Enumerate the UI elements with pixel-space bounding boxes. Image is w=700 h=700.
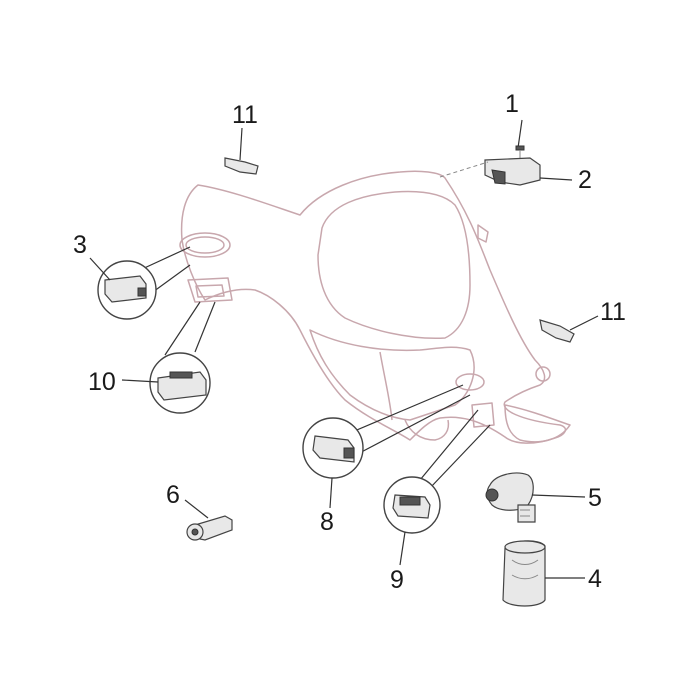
part-bulb-top xyxy=(224,127,259,175)
callout-6: 6 xyxy=(166,481,180,509)
part-switch-10 xyxy=(121,301,216,414)
callout-9: 9 xyxy=(390,566,404,594)
callout-1: 1 xyxy=(505,90,519,118)
part-switch-3 xyxy=(89,246,191,320)
callout-3: 3 xyxy=(73,231,87,259)
callout-10: 10 xyxy=(88,368,116,396)
callout-labels: 1 2 11 11 3 10 6 8 9 5 4 xyxy=(73,90,626,594)
part-lock-cylinder xyxy=(184,499,233,541)
callout-11-right: 11 xyxy=(600,298,626,326)
callout-4: 4 xyxy=(588,565,602,593)
part-rubber-cover xyxy=(502,540,585,607)
part-switch-8 xyxy=(302,384,471,509)
callout-5: 5 xyxy=(588,484,602,512)
part-screw xyxy=(515,119,525,160)
part-ignition-switch xyxy=(485,472,586,523)
callout-11-top: 11 xyxy=(232,101,258,129)
callout-8: 8 xyxy=(320,508,334,536)
part-switch-9 xyxy=(383,409,491,566)
handlebar-cover-housing xyxy=(179,170,571,444)
part-bulb-right xyxy=(539,315,599,343)
part-mounting-bracket xyxy=(439,157,573,186)
callout-2: 2 xyxy=(578,166,592,194)
